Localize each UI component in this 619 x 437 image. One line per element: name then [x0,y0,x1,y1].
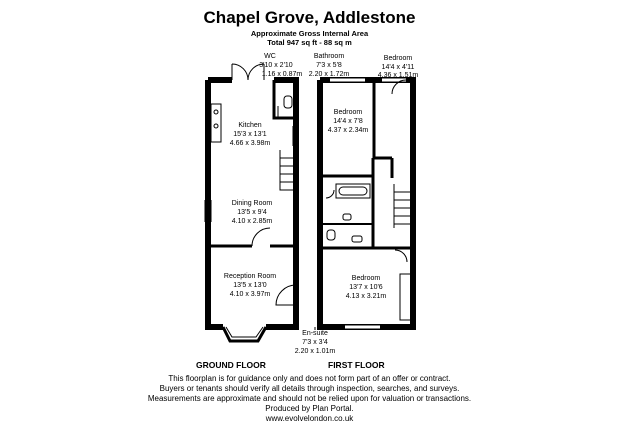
room-name-bathroom: Bathroom [314,53,345,60]
room-name-bedroom-1: Bedroom [334,109,363,116]
front-door [275,284,297,306]
bedroom-divider-wall [372,80,392,160]
first-floor-labels: Bathroom 7'3 x 5'8 2.20 x 1.72m Bedroom … [295,53,419,355]
room-imperial-bedroom-2: 14'4 x 4'11 [382,64,415,71]
room-metric-ensuite: 2.20 x 1.01m [295,348,336,355]
room-name-kitchen: Kitchen [238,122,261,129]
bath [335,183,371,199]
room-metric-reception: 4.10 x 3.97m [230,291,271,298]
room-metric-bedroom-1: 4.37 x 2.34m [328,127,369,134]
first-floor-plan [317,77,416,330]
plan-title: Chapel Grove, Addlestone [203,8,416,27]
kitchen-french-doors [231,63,265,81]
room-imperial-dining: 13'5 x 9'4 [237,209,267,216]
ground-staircase [279,150,294,191]
producer-credit: Produced by Plan Portal. [265,404,354,413]
ground-floor-label: GROUND FLOOR [196,360,266,370]
disclaimer-line-3: Measurements are approximate and should … [147,394,472,403]
bay-window [221,326,268,343]
room-metric-kitchen: 4.66 x 3.98m [230,140,271,147]
room-metric-bedroom-2: 4.36 x 1.51m [378,72,419,79]
total-area: Total 947 sq ft - 88 sq m [267,38,352,47]
room-metric-bedroom-3: 4.13 x 3.21m [346,293,387,300]
website-url: www.evolvelondon.co.uk [265,414,354,423]
room-name-bedroom-2: Bedroom [384,55,413,62]
ground-floor-labels: WC 3'10 x 2'10 1.16 x 0.87m Kitchen 15'3… [224,53,302,298]
room-metric-dining: 4.10 x 2.85m [232,218,273,225]
room-metric-bathroom: 2.20 x 1.72m [309,71,350,78]
room-imperial-bedroom-3: 13'7 x 10'6 [349,284,383,291]
ground-floor-plan [204,63,299,343]
room-name-dining: Dining Room [232,200,273,207]
room-imperial-wc: 3'10 x 2'10 [259,62,293,69]
room-imperial-reception: 13'5 x 13'0 [233,282,267,289]
room-name-bedroom-3: Bedroom [352,275,381,282]
room-imperial-bathroom: 7'3 x 5'8 [316,62,342,69]
disclaimer-line-2: Buyers or tenants should verify all deta… [159,384,460,393]
room-name-ensuite: En-suite [302,330,328,337]
room-name-wc: WC [264,53,276,60]
disclaimer-line-1: This floorplan is for guidance only and … [168,374,451,383]
room-metric-wc: 1.16 x 0.87m [262,71,303,78]
room-imperial-kitchen: 15'3 x 13'1 [233,131,267,138]
room-imperial-bedroom-1: 14'4 x 7'8 [333,118,363,125]
room-imperial-ensuite: 7'3 x 3'4 [302,339,328,346]
first-floor-label: FIRST FLOOR [328,360,385,370]
bathroom-wall [320,174,375,250]
wc-walls [272,80,296,120]
ground-floor-outer-wall [205,77,299,330]
first-floor-staircase [393,184,410,228]
area-subtitle: Approximate Gross Internal Area [250,29,369,38]
room-name-reception: Reception Room [224,273,276,280]
